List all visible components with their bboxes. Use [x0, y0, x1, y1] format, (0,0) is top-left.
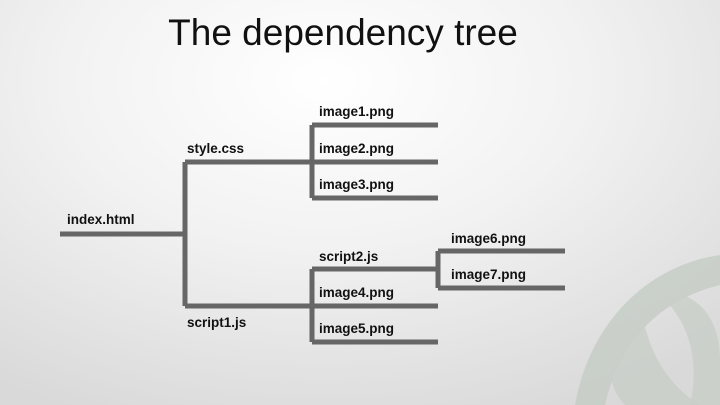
node-image5: image5.png	[319, 321, 394, 336]
node-image3: image3.png	[319, 177, 394, 192]
tree-lines	[60, 122, 565, 345]
node-image4: image4.png	[319, 285, 394, 300]
root-branch	[60, 159, 312, 309]
script2-branch	[435, 248, 565, 291]
style-branch	[309, 122, 438, 201]
node-script1-js: script1.js	[187, 315, 246, 330]
node-image2: image2.png	[319, 141, 394, 156]
slide-title: The dependency tree	[168, 12, 518, 53]
node-image6: image6.png	[451, 231, 526, 246]
script1-branch	[309, 266, 438, 345]
node-style-css: style.css	[187, 141, 244, 156]
node-script2-js: script2.js	[319, 249, 378, 264]
node-image1: image1.png	[319, 104, 394, 119]
node-index-html: index.html	[67, 212, 135, 227]
node-image7: image7.png	[451, 267, 526, 282]
